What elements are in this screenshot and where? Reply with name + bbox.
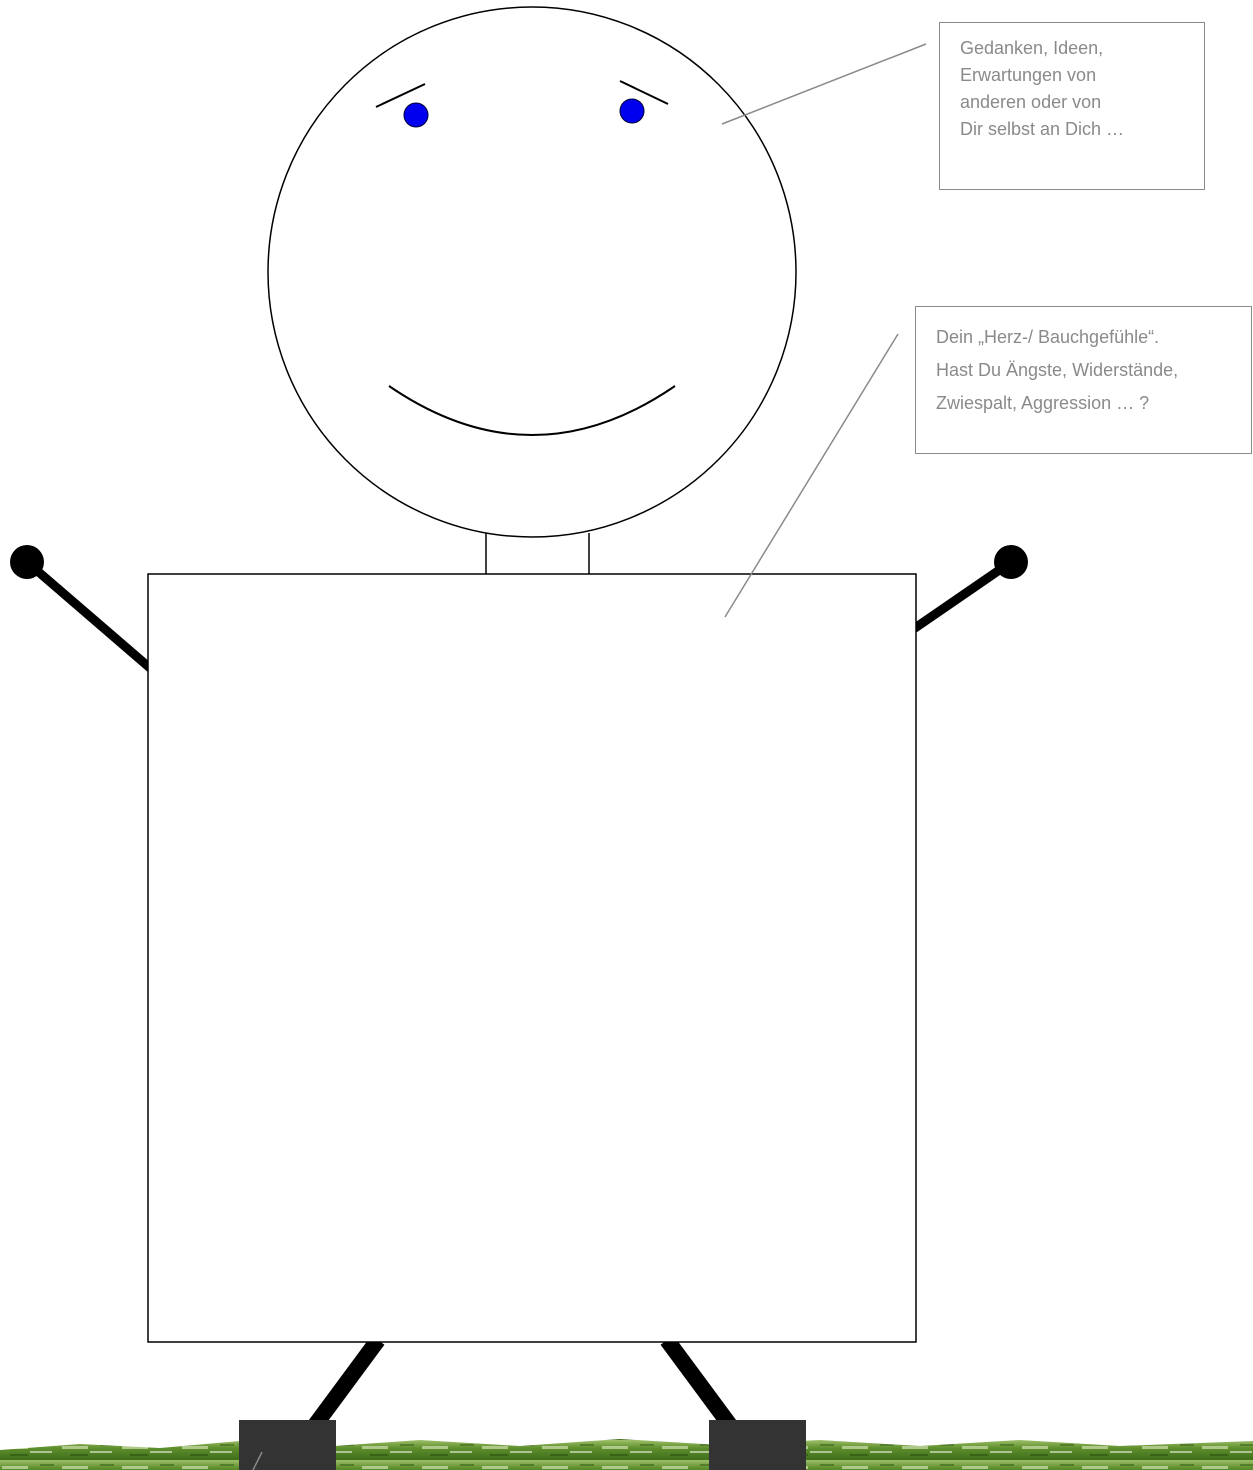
neck xyxy=(485,533,590,575)
head-callout-text: Gedanken, Ideen, Erwartungen von anderen… xyxy=(960,38,1125,139)
left-leg xyxy=(303,1335,385,1437)
body-pointer-line xyxy=(724,333,899,618)
body-callout: Dein „Herz-/ Bauchgefühle“. Hast Du Ängs… xyxy=(915,306,1252,454)
left-arm xyxy=(10,545,155,673)
smile xyxy=(388,385,676,436)
left-hand xyxy=(10,545,44,579)
body-callout-line2: Hast Du Ängste, Widerstände, xyxy=(936,360,1179,380)
right-arm xyxy=(910,545,1028,633)
body-box xyxy=(147,573,917,1343)
right-leg xyxy=(660,1335,742,1437)
head-callout: Gedanken, Ideen, Erwartungen von anderen… xyxy=(939,22,1205,190)
feet-pointer-line xyxy=(252,1451,263,1470)
head-pointer-line xyxy=(721,43,927,125)
left-eyebrow xyxy=(375,83,426,108)
right-hand xyxy=(994,545,1028,579)
left-foot xyxy=(239,1420,336,1470)
body-callout-line1: Dein „Herz-/ Bauchgefühle“. xyxy=(936,327,1160,347)
right-eye xyxy=(619,98,645,124)
left-eye xyxy=(403,102,429,128)
right-eyebrow xyxy=(619,80,669,105)
head xyxy=(267,6,797,538)
right-foot xyxy=(709,1420,806,1470)
grass-strip xyxy=(0,1439,1253,1470)
body-callout-line3: Zwiespalt, Aggression … ? xyxy=(936,393,1150,413)
